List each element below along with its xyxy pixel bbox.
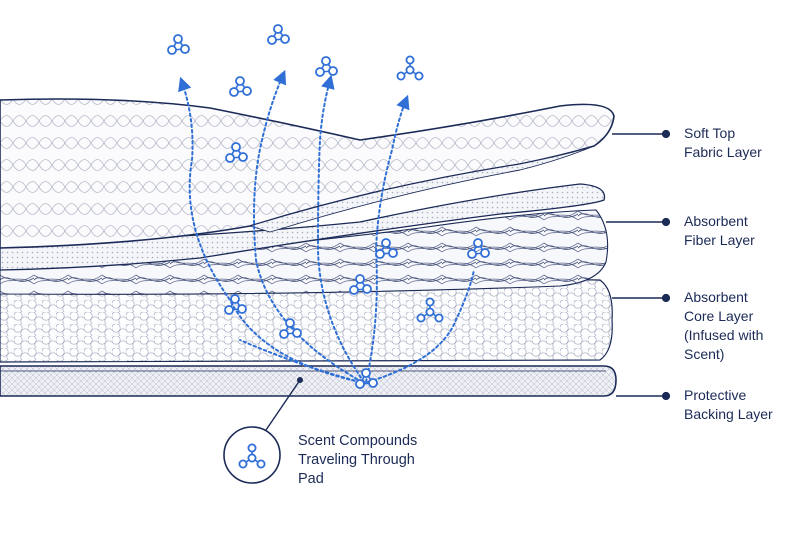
protective-backing-layer <box>0 365 617 397</box>
middle-fabric-sheet <box>0 183 606 271</box>
flow-arrow-4 <box>365 94 410 383</box>
flow-arrow-3 <box>316 74 365 383</box>
flow-arrow-1 <box>178 76 361 383</box>
molecule-icon <box>315 56 338 77</box>
legend <box>223 377 303 484</box>
flow-arrow-5 <box>367 269 475 383</box>
callout-line: Absorbent <box>684 213 748 229</box>
callout-line: Protective <box>684 387 747 403</box>
callout-line: Soft Top <box>684 125 736 141</box>
callout-line: Fabric Layer <box>684 144 762 160</box>
callout-line: Scent) <box>684 346 725 362</box>
molecule-icon <box>167 34 190 55</box>
callout-leaders <box>606 129 671 401</box>
callout-line: Core Layer <box>684 308 754 324</box>
callout-protective-backing: Protective Backing Layer <box>684 386 773 424</box>
soft-top-fabric-layer <box>0 98 615 249</box>
molecule-icon <box>267 24 290 45</box>
callout-absorbent-core: Absorbent Core Layer (Infused with Scent… <box>684 288 763 364</box>
molecule-icon <box>396 55 424 81</box>
callout-soft-top: Soft Top Fabric Layer <box>684 124 762 162</box>
molecule-icon <box>229 76 252 97</box>
legend-line: Pad <box>298 471 324 487</box>
callout-line: Fiber Layer <box>684 232 755 248</box>
callout-line: Backing Layer <box>684 406 773 422</box>
callout-absorbent-fiber: Absorbent Fiber Layer <box>684 212 755 250</box>
legend-line: Traveling Through <box>298 452 415 468</box>
callout-line: (Infused with <box>684 327 764 343</box>
legend-line: Scent Compounds <box>298 433 418 449</box>
flow-arrow-6 <box>239 339 361 383</box>
legend-label: Scent Compounds Traveling Through Pad <box>298 432 417 489</box>
callout-line: Absorbent <box>684 289 748 305</box>
